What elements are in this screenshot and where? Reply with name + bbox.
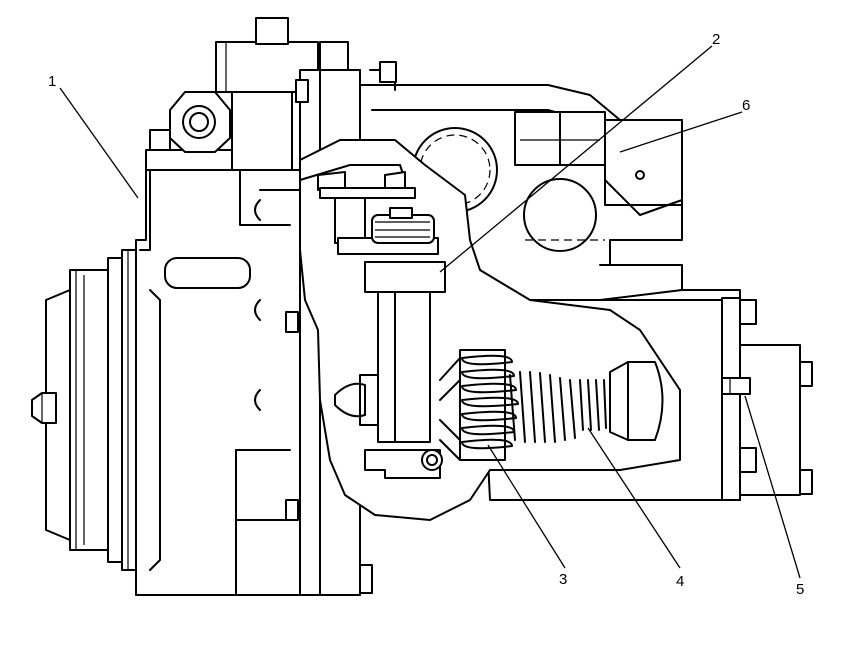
callout-labels: 1 2 3 4 5 6 — [48, 31, 804, 598]
callout-5: 5 — [796, 581, 804, 598]
callout-2: 2 — [712, 31, 720, 48]
bellows-coils — [461, 354, 519, 450]
leader-1 — [59, 87, 139, 199]
callout-6: 6 — [742, 97, 750, 114]
leader-5 — [744, 395, 801, 579]
leader-3 — [487, 444, 566, 569]
leader-4 — [587, 427, 681, 569]
leader-lines — [59, 45, 801, 579]
callout-4: 4 — [676, 573, 684, 590]
leader-2 — [439, 45, 713, 273]
inner-spring — [509, 371, 607, 443]
pump-housing — [135, 17, 319, 596]
callout-3: 3 — [559, 571, 567, 588]
drive-pulley — [31, 249, 137, 571]
cutaway-section — [299, 139, 681, 521]
callout-1: 1 — [48, 73, 56, 90]
leader-6 — [619, 111, 743, 153]
